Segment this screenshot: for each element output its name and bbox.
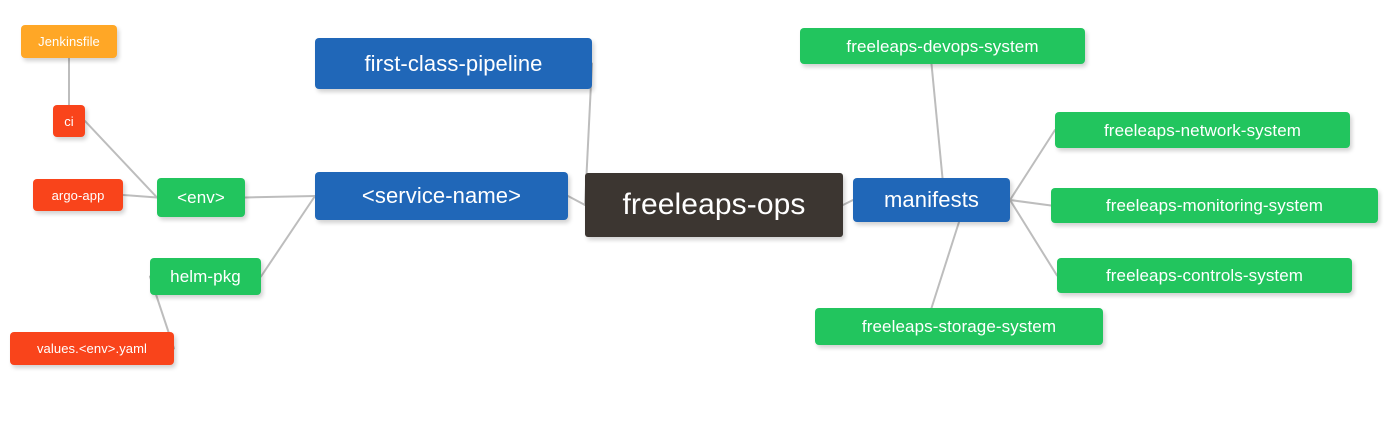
edge-manifests-devops-system [930,63,944,179]
node-freeleaps-network-system[interactable]: freeleaps-network-system [1055,112,1350,148]
node-first-class-pipeline[interactable]: first-class-pipeline [315,38,592,89]
edge-manifests-monitoring-system [1009,199,1052,207]
node-freeleaps-ops[interactable]: freeleaps-ops [585,173,843,237]
node-values-env-yaml[interactable]: values.<env>.yaml [10,332,174,365]
edge-manifests-controls-system [1009,199,1058,277]
edge-env-argo-app [122,194,158,199]
edge-manifests-network-system [1009,129,1056,201]
node-env[interactable]: <env> [157,178,245,217]
node-service-name[interactable]: <service-name> [315,172,568,220]
node-freeleaps-controls-system[interactable]: freeleaps-controls-system [1057,258,1352,293]
node-helm-pkg[interactable]: helm-pkg [150,258,261,295]
edge-service-name-helm-pkg [260,195,316,278]
edge-root-manifests [842,199,854,206]
node-manifests[interactable]: manifests [853,178,1010,222]
node-ci[interactable]: ci [53,105,85,137]
node-jenkinsfile[interactable]: Jenkinsfile [21,25,117,58]
edge-service-name-env [244,195,316,199]
node-freeleaps-devops-system[interactable]: freeleaps-devops-system [800,28,1085,64]
node-freeleaps-monitoring-system[interactable]: freeleaps-monitoring-system [1051,188,1378,223]
node-freeleaps-storage-system[interactable]: freeleaps-storage-system [815,308,1103,345]
node-argo-app[interactable]: argo-app [33,179,123,211]
edge-root-service-name [567,195,586,206]
edge-manifests-storage-system [930,221,960,309]
